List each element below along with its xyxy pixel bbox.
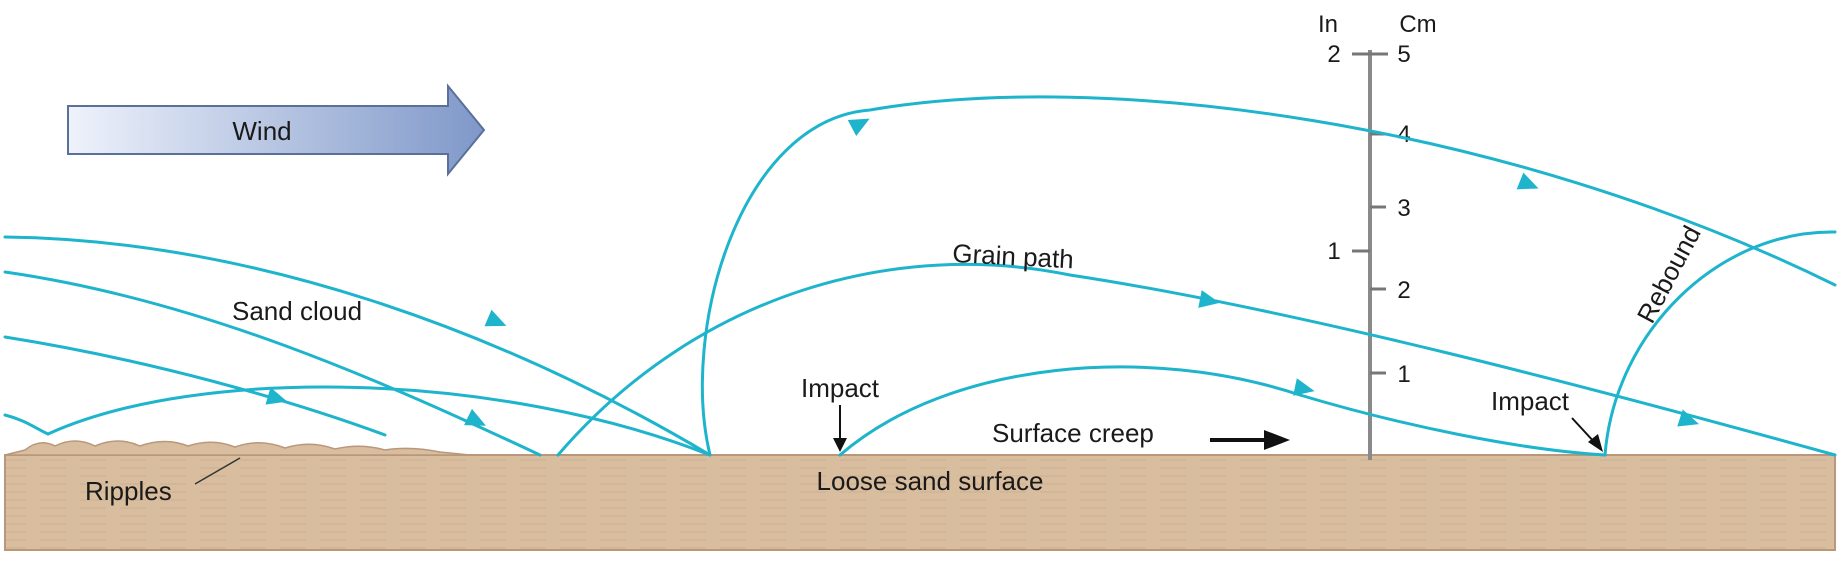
grain-path-low-arc	[838, 365, 1607, 457]
loose-sand-surface-label: Loose sand surface	[817, 466, 1044, 496]
scale-cm-tick-1: 1	[1397, 361, 1410, 388]
scale-in-header: In	[1318, 11, 1338, 38]
sand-cloud-label: Sand cloud	[232, 296, 362, 326]
scale-cm-header: Cm	[1399, 11, 1436, 38]
direction-arrowheads	[265, 118, 1700, 427]
arrowhead-7	[1293, 378, 1315, 396]
impact-pointers	[833, 405, 1603, 452]
surface-creep-label: Surface creep	[992, 418, 1154, 448]
scale-in-tick-2: 2	[1327, 41, 1340, 68]
grain-path-low-left	[3, 335, 387, 437]
ripples-leader	[194, 457, 241, 485]
arrowhead-4	[847, 118, 870, 136]
grain-path-high-arc	[700, 95, 1837, 457]
grain-path-ripple-arc	[46, 385, 712, 457]
scale-cm-tick-3: 3	[1397, 195, 1410, 222]
height-scale: In Cm 2 1 5 4 3 2 1	[1318, 11, 1437, 460]
scale-cm-tick-2: 2	[1397, 277, 1410, 304]
grain-path-ripple-hop	[3, 413, 50, 436]
ripples-label: Ripples	[85, 476, 172, 506]
grain-path-rebound	[1603, 230, 1837, 457]
arrowhead-1	[484, 309, 507, 327]
arrowhead-2	[464, 408, 486, 426]
surface-creep-arrow	[1210, 430, 1290, 450]
impact-label-1: Impact	[801, 373, 880, 403]
grain-path-top-left	[3, 235, 712, 457]
arrowhead-8	[1677, 409, 1700, 427]
wind-label: Wind	[232, 116, 291, 146]
grain-path-mid-arc	[556, 262, 1837, 457]
arrowhead-6	[1198, 290, 1220, 308]
wind-arrow: Wind	[67, 83, 486, 177]
scale-cm-tick-5: 5	[1397, 41, 1410, 68]
grain-path-label: Grain path	[952, 238, 1075, 274]
grain-paths	[3, 95, 1837, 457]
arrowhead-5	[1516, 172, 1539, 190]
ripples-surface	[4, 440, 471, 456]
arrowhead-3	[265, 387, 288, 405]
scale-cm-tick-4: 4	[1397, 121, 1410, 148]
loose-sand-ground	[4, 440, 1836, 551]
impact-label-2: Impact	[1491, 386, 1570, 416]
rebound-label: Rebound	[1631, 221, 1707, 328]
scale-in-tick-1: 1	[1327, 238, 1340, 265]
